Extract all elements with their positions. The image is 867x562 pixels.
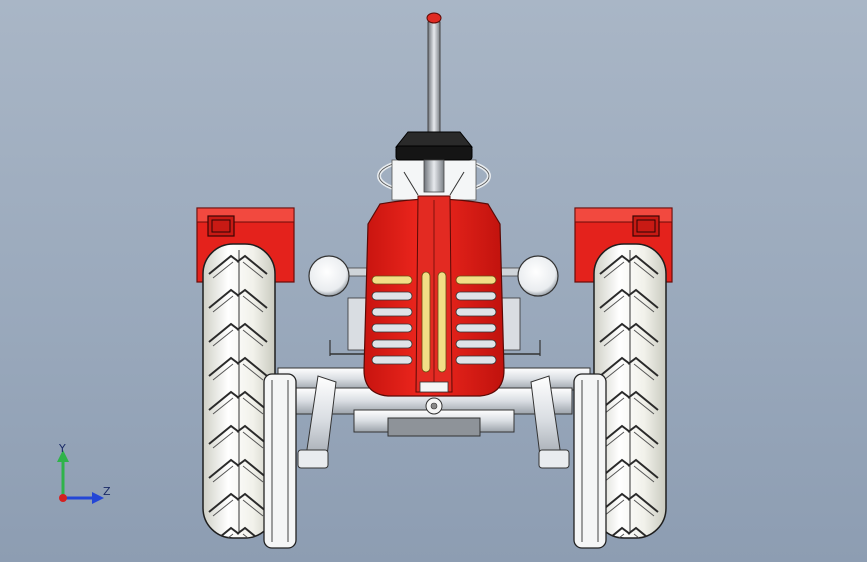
y-axis-arrow — [57, 450, 69, 462]
radiator-grille — [371, 271, 497, 373]
left-rear-wheel[interactable] — [196, 207, 295, 539]
right-front-wheel[interactable] — [573, 373, 607, 549]
grille-slats-left — [371, 275, 413, 365]
exhaust-pipe[interactable] — [426, 12, 442, 141]
seat[interactable] — [394, 131, 474, 193]
left-headlamp[interactable] — [308, 255, 368, 297]
y-axis-label: Y — [59, 442, 66, 455]
left-front-wheel[interactable] — [263, 373, 297, 549]
right-fender-lamp — [632, 215, 660, 237]
left-fender-lamp — [207, 215, 235, 237]
exhaust-cap — [426, 12, 442, 24]
grille-center-slot-right — [437, 271, 447, 373]
engine-components — [329, 297, 541, 356]
grille-slats-right — [455, 275, 497, 365]
orientation-triad: Y Z — [48, 438, 120, 510]
right-rear-wheel[interactable] — [574, 207, 673, 539]
right-headlamp[interactable] — [499, 255, 559, 297]
z-axis-label: Z — [103, 485, 111, 498]
triad-axes — [57, 450, 104, 504]
z-axis-arrow — [92, 492, 104, 504]
grille-center-slot-left — [421, 271, 431, 373]
x-axis-dot — [59, 494, 67, 502]
front-hitch[interactable] — [419, 381, 449, 415]
